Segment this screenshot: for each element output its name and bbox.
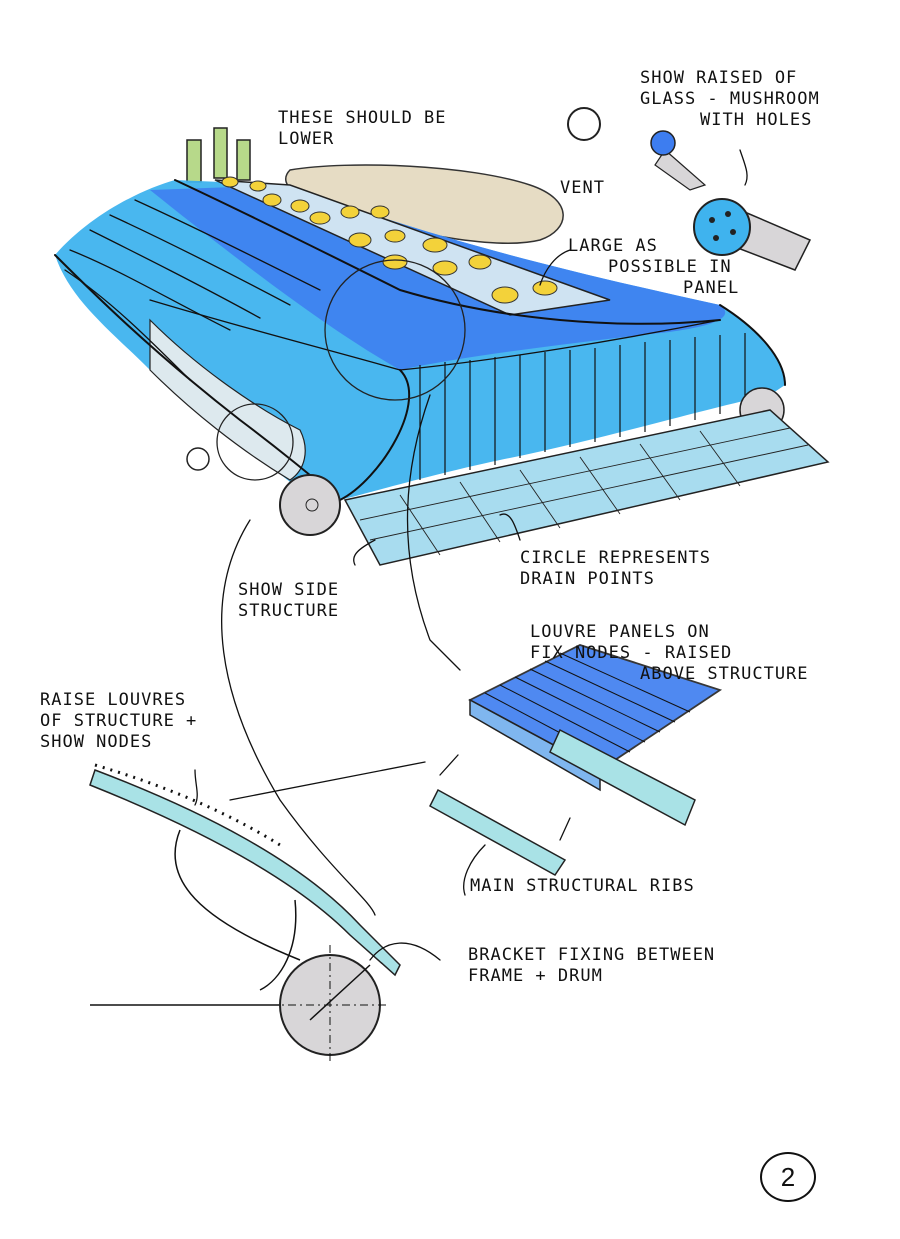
louvre-rib <box>549 728 696 827</box>
main-ribs-note: MAIN STRUCTURAL RIBS <box>470 876 695 896</box>
louvre-panels-line3: ABOVE STRUCTURE <box>640 664 809 684</box>
chimneys-note: THESE SHOULD BE LOWER <box>278 108 447 150</box>
drain-points-line1: CIRCLE REPRESENTS <box>520 548 711 568</box>
drum-front <box>279 474 341 536</box>
side-structure-line2: STRUCTURE <box>238 601 340 621</box>
louvre-slats <box>484 652 691 763</box>
drain-points-line2: DRAIN POINTS <box>520 569 655 589</box>
side-structure-rib <box>89 769 401 977</box>
louvre-panels-line2: FIX NODES - RAISED <box>530 643 733 663</box>
chimneys-note-line1: THESE SHOULD BE <box>278 108 447 128</box>
raise-louvres-note: RAISE LOUVRES OF STRUCTURE + SHOW NODES <box>40 690 197 753</box>
drain-symbol-icon <box>186 447 210 471</box>
side-structure-dots <box>94 763 281 847</box>
leader-arrows <box>194 149 748 961</box>
large-panel-line3: PANEL <box>683 278 740 298</box>
page-number: 2 <box>760 1152 816 1202</box>
vent-symbol-icon <box>567 107 601 141</box>
large-panel-note: LARGE AS POSSIBLE IN PANEL <box>568 236 739 299</box>
mushroom-vent-large <box>693 198 812 271</box>
glass-mushroom-line2: GLASS - MUSHROOM <box>640 89 820 109</box>
deck-lines <box>359 427 809 556</box>
bracket-fixing-note: BRACKET FIXING BETWEEN FRAME + DRUM <box>468 945 715 987</box>
glass-mushroom-line1: SHOW RAISED OF <box>640 68 798 88</box>
drum-hub <box>305 498 319 512</box>
louvre-panels-note: LOUVRE PANELS ON FIX NODES - RAISED ABOV… <box>530 622 809 685</box>
side-structure-note: SHOW SIDE STRUCTURE <box>238 580 339 622</box>
vent-openings <box>221 176 558 304</box>
chimneys <box>186 127 251 183</box>
glass-mushroom-note: SHOW RAISED OF GLASS - MUSHROOM WITH HOL… <box>640 68 820 131</box>
mushroom-vent-small <box>650 130 707 191</box>
raise-louvres-line1: RAISE LOUVRES <box>40 690 187 710</box>
drain-points-note: CIRCLE REPRESENTS DRAIN POINTS <box>520 548 711 590</box>
side-frame <box>90 829 301 1006</box>
vent-label: VENT <box>560 178 605 198</box>
chimneys-note-line2: LOWER <box>278 129 335 149</box>
side-structure-line1: SHOW SIDE <box>238 580 340 600</box>
detail-circle <box>324 259 466 401</box>
raise-louvres-line2: OF STRUCTURE + <box>40 711 198 731</box>
louvre-panels-line1: LOUVRE PANELS ON <box>530 622 710 642</box>
large-panel-line1: LARGE AS <box>568 236 658 256</box>
glass-mushroom-line3: WITH HOLES <box>700 110 813 130</box>
bracket-fixing-line1: BRACKET FIXING BETWEEN <box>468 945 716 965</box>
main-structural-rib <box>429 788 567 876</box>
side-ribs <box>419 333 746 480</box>
raise-louvres-line3: SHOW NODES <box>40 732 153 752</box>
roof-ribs <box>54 179 786 501</box>
detail-circle-left <box>216 403 294 481</box>
bracket-fixing-line2: FRAME + DRUM <box>468 966 603 986</box>
large-panel-line2: POSSIBLE IN <box>608 257 732 277</box>
